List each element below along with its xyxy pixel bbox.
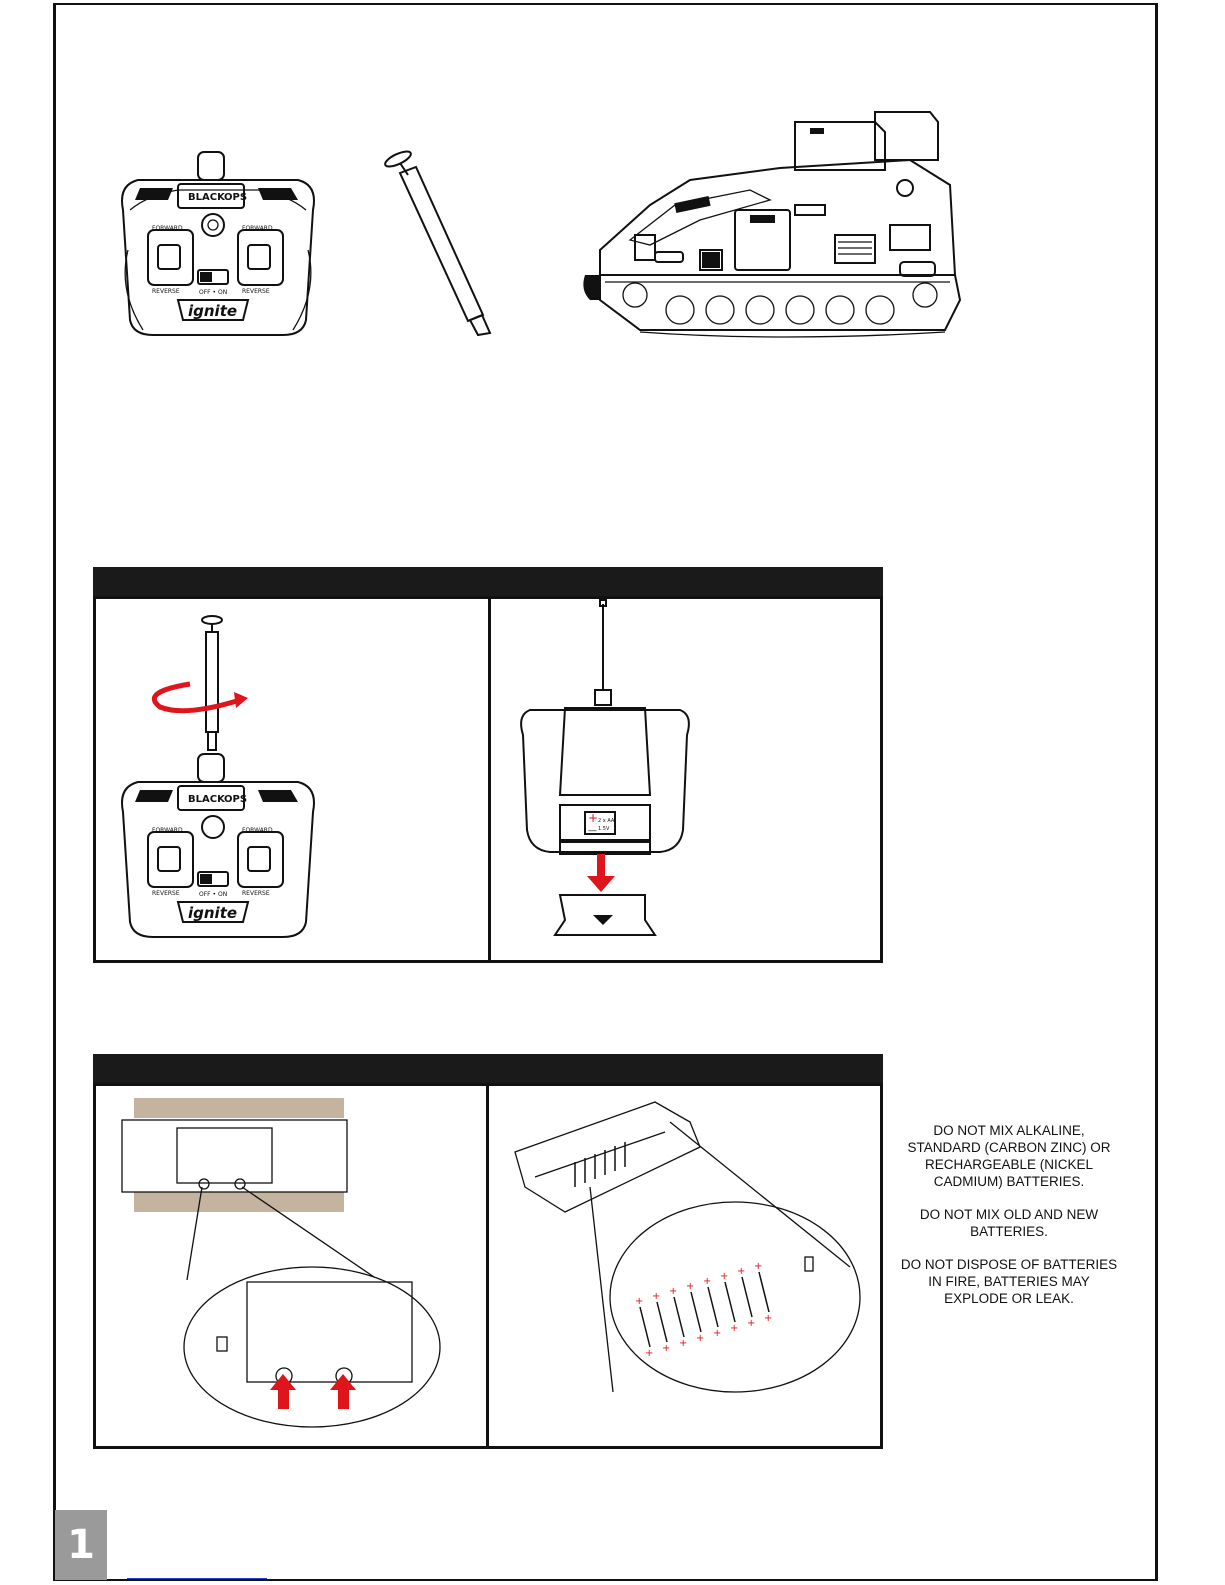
remote-brand-ignite: ignite <box>188 302 237 320</box>
battery-compartment-illustration: + + + + + + + + + + + + + + + + <box>514 1101 861 1393</box>
svg-text:+: + <box>679 1338 687 1349</box>
antenna-screw-illustration <box>151 615 248 751</box>
remote-back-battery-illustration: + — 2 x AA 1.5V <box>520 599 690 936</box>
battery-warnings: DO NOT MIX ALKALINE, STANDARD (CARBON ZI… <box>895 1122 1123 1323</box>
power-switch-label: OFF • ON <box>199 289 227 296</box>
battery-voltage-label: 1.5V <box>598 826 610 832</box>
battery-plus-sign: + <box>588 811 598 825</box>
svg-text:+: + <box>696 1333 704 1344</box>
panel-install-antenna <box>93 596 491 963</box>
remote-brand-black: BLACK <box>188 192 226 203</box>
warning-fire: DO NOT DISPOSE OF BATTERIES IN FIRE, BAT… <box>900 1257 1118 1306</box>
antenna-illustration <box>384 150 492 337</box>
svg-text:+: + <box>754 1261 762 1272</box>
vehicle-underside-illustration <box>121 1098 441 1428</box>
section-header-bar-vehicle <box>93 1054 883 1085</box>
right-forward-label: FORWARD <box>242 225 273 232</box>
tank-vehicle-illustration <box>583 111 962 338</box>
warning-old-new: DO NOT MIX OLD AND NEW BATTERIES. <box>919 1207 1099 1239</box>
svg-text:+: + <box>747 1318 755 1329</box>
svg-text:+: + <box>713 1328 721 1339</box>
hyperlink-underline[interactable] <box>127 1578 267 1579</box>
remote2-left-forward-label: FORWARD <box>152 827 183 834</box>
remote2-brand-ops: OPS <box>224 794 247 805</box>
remote2-left-reverse-label: REVERSE <box>152 890 180 897</box>
svg-text:+: + <box>720 1271 728 1282</box>
right-reverse-label: REVERSE <box>242 288 270 295</box>
page-number: 1 <box>55 1510 107 1580</box>
left-reverse-label: REVERSE <box>152 288 180 295</box>
svg-text:+: + <box>652 1291 660 1302</box>
svg-text:+: + <box>645 1348 653 1359</box>
svg-text:+: + <box>662 1343 670 1354</box>
remote-brand-ops: OPS <box>224 192 247 203</box>
remote-control-front-illustration: BLACK OPS FORWARD REVERSE FORWARD REVERS… <box>121 753 315 938</box>
svg-text:+: + <box>669 1286 677 1297</box>
svg-text:+: + <box>686 1281 694 1292</box>
panel-insert-batteries <box>486 1083 883 1449</box>
battery-minus-sign: — <box>588 826 597 836</box>
remote2-right-reverse-label: REVERSE <box>242 890 270 897</box>
svg-text:+: + <box>764 1313 772 1324</box>
page-frame <box>53 3 1158 1581</box>
svg-text:+: + <box>737 1266 745 1277</box>
battery-type-label: 2 x AA <box>598 818 615 824</box>
svg-text:+: + <box>703 1276 711 1287</box>
remote-control-illustration: BLACK OPS FORWARD REVERSE FORWARD REVERS… <box>121 151 315 336</box>
remote2-right-forward-label: FORWARD <box>242 827 273 834</box>
remote2-brand-black: BLACK <box>188 794 226 805</box>
svg-text:+: + <box>635 1296 643 1307</box>
section-header-bar-remote <box>93 567 883 598</box>
remote2-power-switch-label: OFF • ON <box>199 891 227 898</box>
remote2-brand-ignite: ignite <box>188 904 237 922</box>
svg-text:+: + <box>730 1323 738 1334</box>
warning-mix-types: DO NOT MIX ALKALINE, STANDARD (CARBON ZI… <box>907 1123 1111 1189</box>
left-forward-label: FORWARD <box>152 225 183 232</box>
